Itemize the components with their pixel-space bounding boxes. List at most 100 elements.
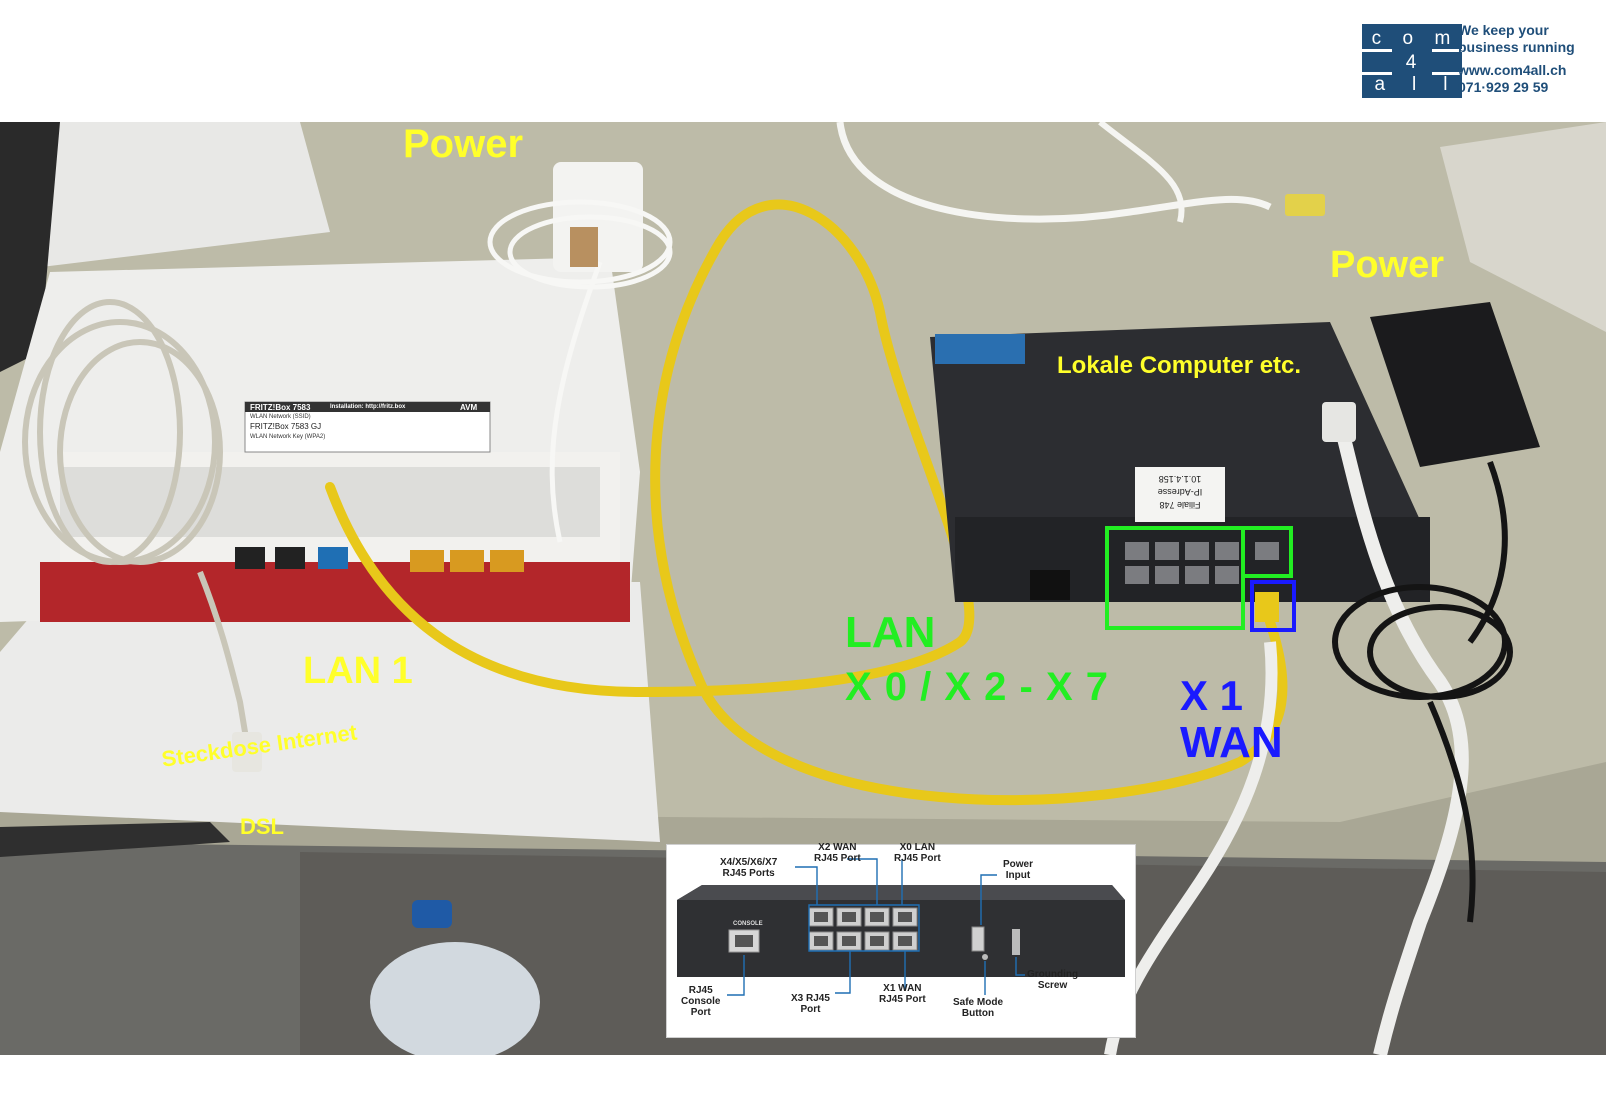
- label-x1: X 1: [1180, 672, 1244, 719]
- router-sticker-key-label: WLAN Network Key (WPA2): [250, 434, 326, 440]
- diagram-label-text: X4/X5/X6/X7 RJ45 Ports: [720, 857, 778, 879]
- router-vent: [60, 467, 600, 537]
- cable-tie: [570, 227, 598, 267]
- firewall-logo-sticker: [935, 334, 1025, 364]
- x0-highlight-box: [1241, 526, 1293, 578]
- firewall-lan-ports: [1125, 542, 1239, 584]
- label-lan: LAN: [845, 608, 936, 657]
- logo-letter: m: [1434, 28, 1453, 49]
- diagram-eth-ports: [808, 907, 918, 951]
- logo-cut: [1432, 72, 1462, 75]
- diagram-label-text: X0 LAN RJ45 Port: [894, 842, 941, 864]
- logo-row-mid: 4: [1362, 52, 1462, 74]
- yellow-patch-cable: [325, 199, 1288, 806]
- logo-letter: a: [1374, 74, 1388, 95]
- white-cable: [1098, 122, 1185, 223]
- label-lan-ports: X 0 / X 2 - X 7: [845, 665, 1110, 709]
- router-ports: [235, 547, 524, 572]
- diagram-label-x0-lan: X0 LAN RJ45 Port: [894, 842, 941, 864]
- diagram-label-text: X1 WAN RJ45 Port: [879, 983, 926, 1005]
- diagram-label-text: Grounding Screw: [1027, 969, 1079, 991]
- website-link[interactable]: www.com4all.ch: [1458, 62, 1567, 78]
- water-bottle: [370, 942, 540, 1055]
- logo-cut: [1432, 49, 1462, 52]
- table-edge: [0, 762, 1606, 862]
- logo-letter: o: [1402, 28, 1416, 49]
- logo-box: [1362, 24, 1462, 98]
- diagram-label-text: Power Input: [1003, 859, 1034, 881]
- left-dark-object: [0, 122, 60, 372]
- power-adapter-right: [1370, 302, 1540, 467]
- label-power-left: Power: [403, 122, 524, 166]
- phone-number: 071·929 29 59: [1458, 79, 1549, 95]
- diagram-label-power-input: Power Input: [1003, 859, 1033, 881]
- firewall-sticker-line: IP-Adresse: [1157, 487, 1203, 497]
- router-sticker-model: FRITZ!Box 7583: [250, 403, 311, 412]
- diagram-grounding-screw: [1012, 929, 1020, 955]
- label-lokale-computer: Lokale Computer etc.: [1057, 352, 1302, 379]
- diagram-label-x1-wan: X1 WAN RJ45 Port: [879, 983, 926, 1005]
- wan-highlight-box: [1250, 580, 1296, 632]
- white-cable: [836, 122, 1272, 223]
- rj45-plug-dsl: [232, 732, 262, 772]
- firewall-sticker-text: Filiale 748 IP-Adresse 10.1.4.158: [1140, 472, 1220, 511]
- bottle-cap: [412, 900, 452, 928]
- logo-letter: 4: [1405, 52, 1419, 73]
- white-flat-cable: [1333, 420, 1469, 1055]
- diagram-label-x2-wan: X2 WAN RJ45 Port: [814, 842, 861, 864]
- rj45-plug-white: [1322, 402, 1356, 442]
- firewall-sticker-line: 10.1.4.158: [1158, 474, 1202, 484]
- diagram-safe-mode-button: [982, 954, 988, 960]
- router-sticker-install: Installation: http://fritz.box: [330, 404, 406, 410]
- firewall-sticker-line: Filiale 748: [1159, 500, 1201, 510]
- power-cable-left: [487, 199, 673, 543]
- foam-pad: [0, 582, 660, 842]
- label-power-right: Power: [1330, 244, 1445, 286]
- diagram-label-grounding: Grounding Screw: [1027, 969, 1078, 991]
- router-sticker-brand: AVM: [460, 403, 478, 412]
- logo-cut: [1362, 72, 1392, 75]
- tagline-line: business running: [1458, 39, 1575, 55]
- router-sticker-ssid-label: WLAN Network (SSID): [250, 414, 311, 420]
- com4all-logo: c o m 4 a l l: [1362, 24, 1462, 98]
- tagline-line: We keep your: [1458, 22, 1549, 38]
- port-diagram-graphic: [677, 858, 1125, 996]
- table-leg: [0, 822, 230, 857]
- logo-row-bottom: a l l: [1362, 74, 1462, 96]
- firewall-port-diagram: X4/X5/X6/X7 RJ45 Ports X2 WAN RJ45 Port …: [666, 842, 1136, 1038]
- diagram-console-tag: CONSOLE: [733, 921, 763, 927]
- router-sticker-ssid: FRITZ!Box 7583 GJ: [250, 422, 322, 431]
- router-sticker-header: [245, 402, 490, 412]
- diagram-device-top: [677, 885, 1125, 900]
- rj45-plug-yellow: [1285, 194, 1325, 216]
- logo-cut: [1362, 49, 1392, 52]
- firewall-x1-plug: [1255, 592, 1279, 622]
- dsl-cable-coil: [22, 299, 253, 763]
- diagram-power-input: [971, 926, 985, 952]
- diagram-label-text: RJ45 Console Port: [681, 985, 721, 1018]
- logo-letter: c: [1371, 28, 1384, 49]
- diagram-label-text: X3 RJ45 Port: [791, 993, 830, 1015]
- logo-letter: l: [1412, 74, 1419, 95]
- logo-letter: l: [1443, 74, 1450, 95]
- firewall-ip-sticker: [1135, 467, 1225, 522]
- diagram-label-x4-ports: X4/X5/X6/X7 RJ45 Ports: [720, 857, 777, 879]
- router-red-band: [40, 562, 630, 622]
- label-dsl: DSL: [240, 814, 284, 839]
- diagram-console-port-inner: [735, 935, 753, 947]
- diagram-label-text: X2 WAN RJ45 Port: [814, 842, 861, 864]
- diagram-label-x3: X3 RJ45 Port: [791, 993, 830, 1015]
- diagram-label-text: Safe Mode Button: [953, 997, 1004, 1019]
- diagram-label-safe-mode: Safe Mode Button: [953, 997, 1003, 1019]
- label-wan: WAN: [1180, 718, 1283, 767]
- diagram-label-console: RJ45 Console Port: [681, 985, 720, 1018]
- power-cable-right: [1332, 460, 1513, 923]
- firewall-x0-port: [1255, 542, 1279, 560]
- plastic-bag: [1440, 122, 1606, 332]
- foam-sheet: [0, 122, 330, 272]
- diagram-callouts: [727, 858, 1025, 996]
- firewall-console-port: [1030, 570, 1070, 600]
- label-lan1: LAN 1: [303, 650, 413, 692]
- logo-tagline: We keep your business running www.com4al…: [1458, 22, 1575, 96]
- logo-row-top: c o m: [1362, 28, 1462, 50]
